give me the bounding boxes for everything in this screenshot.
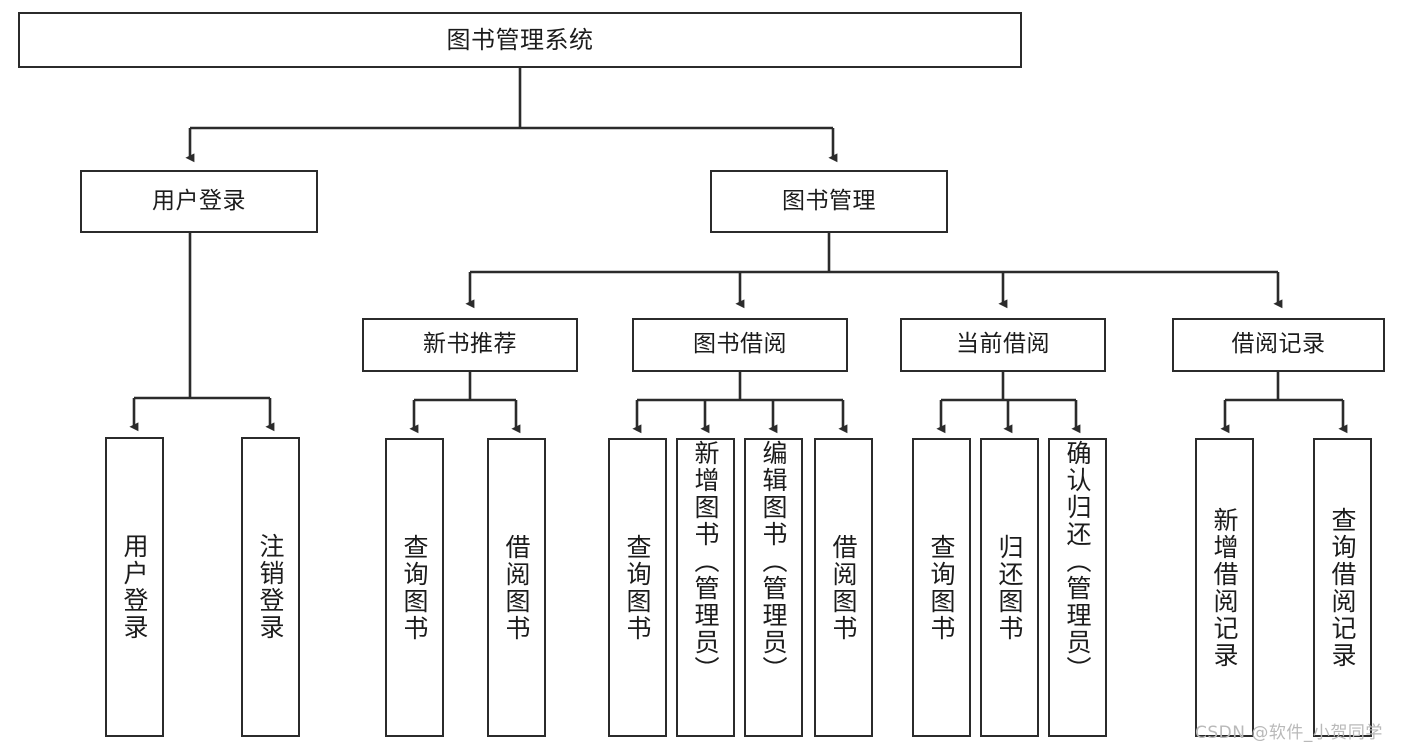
leaf-edit-book-admin[interactable]: 编辑图书（管理员） [744,438,803,737]
leaf-confirm-return-admin[interactable]: 确认归还（管理员） [1048,438,1107,737]
leaf-query-book-current[interactable]: 查询图书 [912,438,971,737]
node-label: 查询图书 [400,533,429,642]
node-label: 借阅图书 [829,533,858,642]
leaf-return-book[interactable]: 归还图书 [980,438,1039,737]
node-label: 借阅图书 [502,533,531,642]
node-user-login[interactable]: 用户登录 [80,170,318,233]
leaf-query-borrow-record[interactable]: 查询借阅记录 [1313,438,1372,737]
leaf-user-login[interactable]: 用户登录 [105,437,164,737]
node-label: 用户登录 [152,187,246,214]
node-label: 查询借阅记录 [1328,506,1357,669]
node-label: 编辑图书（管理员） [759,440,788,683]
node-current-borrow[interactable]: 当前借阅 [900,318,1106,372]
leaf-query-book-borrow[interactable]: 查询图书 [608,438,667,737]
leaf-query-book-recommend[interactable]: 查询图书 [385,438,444,737]
node-label: 新增图书（管理员） [691,440,720,683]
node-label: 注销登录 [256,533,285,641]
node-label: 查询图书 [623,533,652,642]
node-label: 图书借阅 [693,331,787,358]
node-label: 图书管理系统 [446,25,594,54]
leaf-add-borrow-record[interactable]: 新增借阅记录 [1195,438,1254,737]
node-label: 借阅记录 [1231,331,1326,358]
node-root-system[interactable]: 图书管理系统 [18,12,1022,68]
node-book-borrow[interactable]: 图书借阅 [632,318,848,372]
leaf-borrow-book[interactable]: 借阅图书 [814,438,873,737]
node-label: 图书管理 [782,187,876,214]
node-new-book-recommend[interactable]: 新书推荐 [362,318,578,372]
watermark-text: CSDN @软件_小贺同学 [1195,723,1383,743]
leaf-logout-login[interactable]: 注销登录 [241,437,300,737]
node-book-management[interactable]: 图书管理 [710,170,948,233]
leaf-add-book-admin[interactable]: 新增图书（管理员） [676,438,735,737]
node-label: 新增借阅记录 [1210,506,1239,669]
node-label: 查询图书 [927,533,956,642]
node-label: 新书推荐 [423,331,517,358]
node-label: 归还图书 [995,533,1024,642]
node-borrow-record[interactable]: 借阅记录 [1172,318,1385,372]
leaf-borrow-book-recommend[interactable]: 借阅图书 [487,438,546,737]
node-label: 确认归还（管理员） [1063,440,1092,683]
node-label: 当前借阅 [956,331,1050,358]
node-label: 用户登录 [120,533,149,641]
